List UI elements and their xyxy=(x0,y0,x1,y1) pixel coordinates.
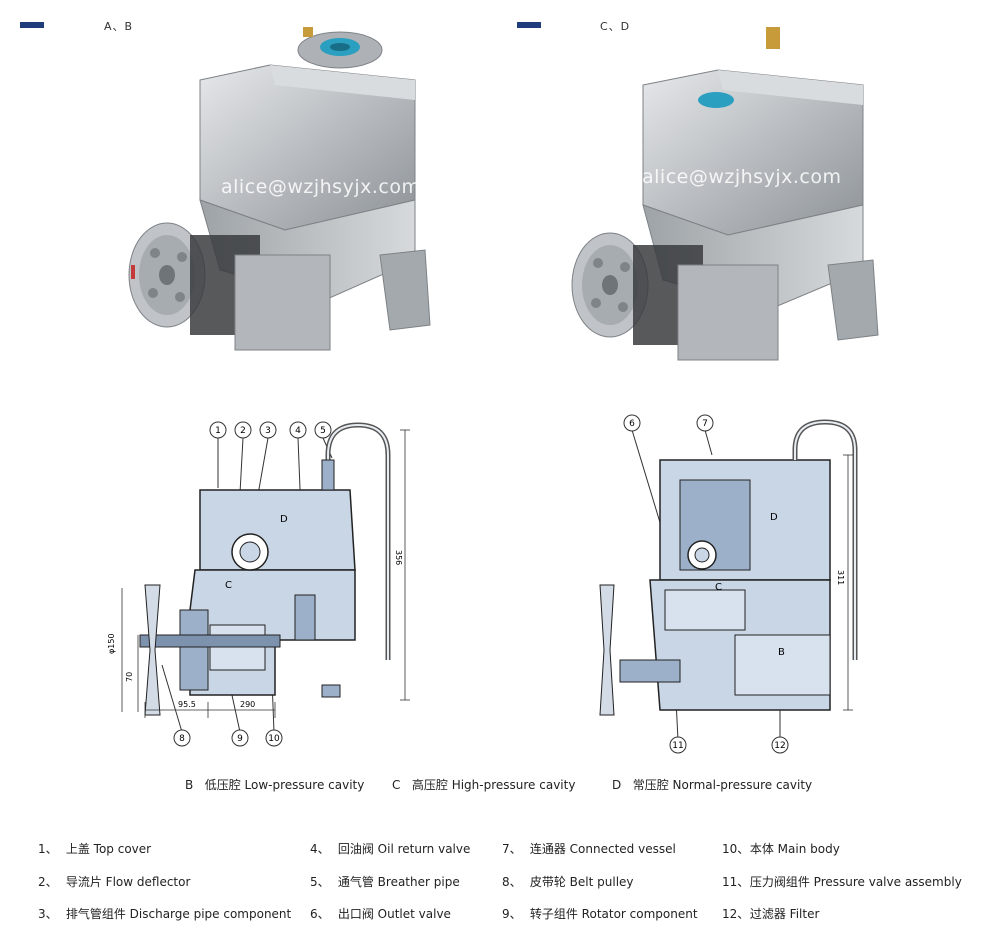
dim-diameter: φ150 xyxy=(107,633,116,654)
callout-5: 5 xyxy=(320,426,326,436)
dim-95-5: 95.5 xyxy=(178,700,196,709)
part-item-5: 5、 通气管 Breather pipe xyxy=(310,875,460,889)
section-drawing-right: D C B 311 6 7 11 12 xyxy=(599,414,858,754)
cavity-label-D-left: D xyxy=(280,514,288,525)
belt-pulley-right xyxy=(599,584,615,716)
callout-3: 3 xyxy=(265,426,271,436)
watermark-left: alice@wzjhsyjx.com xyxy=(221,176,421,198)
top-cover xyxy=(199,489,356,571)
part-item-11: 11、 压力阀组件 Pressure valve assembly xyxy=(722,875,962,889)
callout-12: 12 xyxy=(774,741,785,751)
dim-70: 70 xyxy=(125,672,134,682)
part-item-4: 4、 回油阀 Oil return valve xyxy=(310,842,471,856)
cavity-legend-b: B 低压腔 Low-pressure cavity xyxy=(185,778,365,792)
callout-6: 6 xyxy=(629,419,635,429)
view-title-left: A、B xyxy=(104,20,134,33)
part-item-9: 9、 转子组件 Rotator component xyxy=(502,907,698,921)
pump-photo-right xyxy=(571,27,879,361)
part-item-8: 8、 皮带轮 Belt pulley xyxy=(502,875,634,889)
callout-2: 2 xyxy=(240,426,246,436)
watermark-right: alice@wzjhsyjx.com xyxy=(642,166,842,188)
view-marker-right xyxy=(517,22,541,28)
callout-10: 10 xyxy=(268,734,280,744)
part-item-3: 3、 排气管组件 Discharge pipe component xyxy=(38,907,292,921)
part-item-12: 12、 过滤器 Filter xyxy=(722,907,820,921)
part-item-2: 2、 导流片 Flow deflector xyxy=(38,875,191,889)
view-marker-left xyxy=(20,22,44,28)
dim-290: 290 xyxy=(240,700,255,709)
belt-pulley xyxy=(144,584,161,716)
dim-356: 356 xyxy=(394,550,403,565)
part-item-1: 1、 上盖 Top cover xyxy=(38,842,152,856)
cavity-legend-c: C 高压腔 High-pressure cavity xyxy=(392,778,576,792)
cavity-legend-d: D 常压腔 Normal-pressure cavity xyxy=(612,778,813,792)
dim-311: 311 xyxy=(836,570,845,585)
view-title-right: C、D xyxy=(600,20,631,33)
cavity-label-C-left: C xyxy=(225,580,232,591)
callout-7: 7 xyxy=(702,419,708,429)
callout-8: 8 xyxy=(179,734,185,744)
cavity-label-D-right: D xyxy=(770,512,778,523)
callout-9: 9 xyxy=(237,734,243,744)
part-item-7: 7、 连通器 Connected vessel xyxy=(502,842,676,856)
callout-11: 11 xyxy=(672,741,683,751)
part-item-10: 10、 本体 Main body xyxy=(722,842,840,856)
callout-4: 4 xyxy=(295,426,301,436)
part-item-6: 6、 出口阀 Outlet valve xyxy=(310,907,451,921)
pump-photo-left xyxy=(128,27,431,351)
section-drawing-left: D C φ150 70 95.5 290 356 1 2 3 4 5 8 9 1… xyxy=(107,421,410,747)
cavity-label-C-right: C xyxy=(715,582,722,593)
callout-1: 1 xyxy=(215,426,221,436)
cavity-label-B-right: B xyxy=(778,647,785,658)
